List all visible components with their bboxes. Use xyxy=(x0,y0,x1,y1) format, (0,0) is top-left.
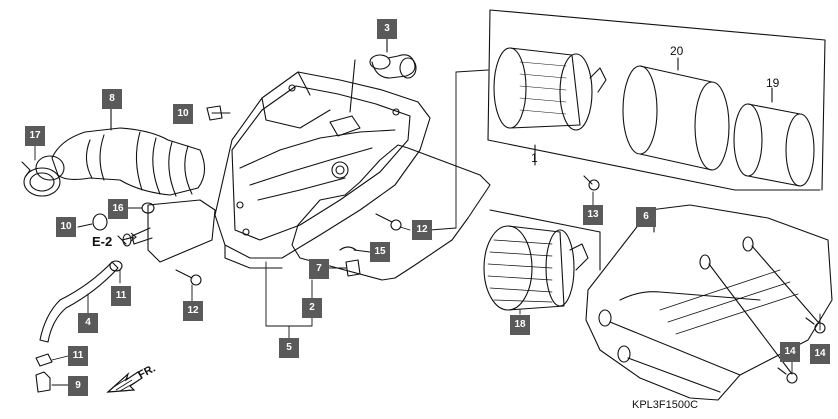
intake-duct xyxy=(117,199,216,263)
part-7-clip xyxy=(339,246,361,277)
callout-15: 15 xyxy=(370,242,390,262)
part-6-cover xyxy=(585,204,833,401)
part-4-drain-tube xyxy=(39,260,123,343)
callout-13: 13 xyxy=(583,205,603,225)
callout-8: 8 xyxy=(102,89,122,109)
callout-9: 9 xyxy=(68,376,88,396)
part-19-foam xyxy=(733,87,815,187)
part-13-screw xyxy=(583,175,600,191)
callout-7: 7 xyxy=(309,259,329,279)
callout-5: 5 xyxy=(279,338,299,358)
callout-10-lower: 10 xyxy=(56,217,76,237)
reference-label-e2: E-2 xyxy=(92,234,113,249)
callout-12-right: 12 xyxy=(412,220,432,240)
part-3-cap xyxy=(369,37,417,79)
callout-10-upper: 10 xyxy=(173,104,193,124)
part-20-foam xyxy=(622,57,730,171)
callout-11-upper: 11 xyxy=(111,286,131,306)
callout-12-left: 12 xyxy=(183,301,203,321)
front-direction-arrow xyxy=(106,371,143,393)
leader-lines xyxy=(34,69,821,386)
callout-4: 4 xyxy=(78,313,98,333)
callout-14-right: 14 xyxy=(810,344,830,364)
part-2-gasket xyxy=(291,144,491,281)
part-18-element xyxy=(483,209,601,311)
part-14-screws xyxy=(777,317,826,384)
part-12-screws xyxy=(175,213,402,286)
callout-17: 17 xyxy=(25,126,45,146)
callout-11-lower: 11 xyxy=(68,346,88,366)
label-20: 20 xyxy=(670,44,684,58)
callout-14-left: 14 xyxy=(780,342,800,362)
part-9-plug xyxy=(35,353,53,393)
label-19: 19 xyxy=(766,76,780,90)
connecting-tube xyxy=(21,107,206,197)
reference-arrow xyxy=(121,232,137,242)
callout-16: 16 xyxy=(108,199,128,219)
diagram-code: KPL3F1500C xyxy=(632,399,699,411)
callout-18: 18 xyxy=(510,315,530,335)
part-10-grommets xyxy=(92,105,223,231)
label-1: 1 xyxy=(531,151,538,165)
part-1-element xyxy=(493,47,607,131)
callout-3: 3 xyxy=(377,19,397,39)
air-cleaner-case xyxy=(214,59,431,269)
filter-assembly-box xyxy=(487,9,826,191)
callout-6: 6 xyxy=(636,207,656,227)
callout-2: 2 xyxy=(302,298,322,318)
